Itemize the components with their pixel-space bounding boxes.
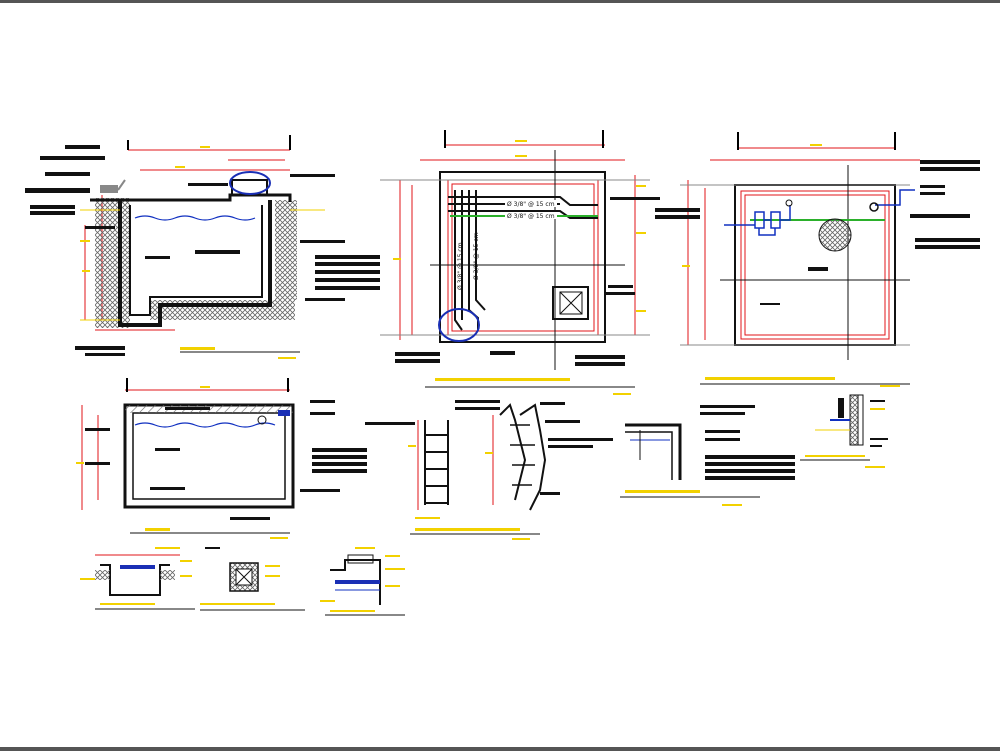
sheet-top-border	[0, 0, 1000, 3]
plan-cover-slab: Ø 3/8" @ 15 cm Ø 3/8" @ 15 cm Ø 3/8" @ 1…	[380, 130, 660, 395]
pipe-wall-detail	[800, 394, 888, 468]
section-b	[76, 378, 367, 539]
rebar-label-vertical-1: Ø 3/8" @ 15 cm	[457, 242, 464, 290]
ladder-detail	[365, 400, 613, 540]
detail-callout-ellipse-2	[438, 308, 480, 342]
section-a	[25, 135, 380, 359]
manhole-opening	[552, 286, 589, 320]
rebar-label-top: Ø 3/8" @ 15 cm	[507, 201, 555, 208]
rebar-label-vertical-2: Ø 3/8" @ 15 cm	[473, 232, 480, 280]
soil-hatch-right	[275, 200, 297, 300]
detail-callout-ellipse	[229, 171, 271, 195]
detail-small-2	[200, 547, 305, 611]
sheet-bottom-border	[0, 747, 1000, 751]
detail-small-1	[80, 547, 195, 610]
drain-grate	[818, 218, 852, 252]
detail-small-3	[320, 547, 405, 616]
rebar-label-mid: Ø 3/8" @ 15 cm	[507, 213, 555, 220]
plan-bottom-slab	[655, 132, 980, 387]
slab-edge-detail	[620, 405, 795, 506]
soil-hatch-left	[95, 198, 130, 328]
